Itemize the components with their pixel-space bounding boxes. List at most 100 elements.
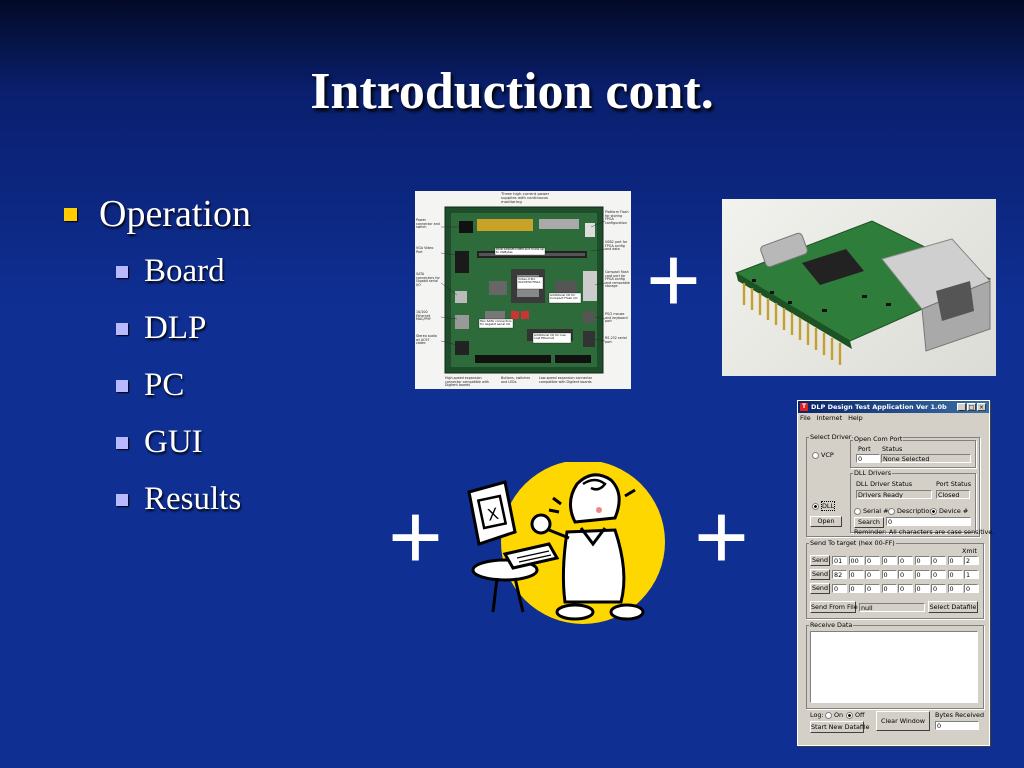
send-byte-input[interactable]: 0: [931, 556, 946, 565]
subbullet-square-icon: [116, 436, 128, 449]
subbullet-results: Results: [116, 481, 241, 518]
dll-label: DLL: [821, 501, 836, 511]
board-label: DDR SDRAM DIMM slot holds up to 2GBytes: [496, 247, 544, 255]
board-callout: High-speed expansion connector compatibl…: [445, 376, 490, 388]
board-callout: Stereo audio w/ AC97 codec: [416, 334, 437, 346]
menu-file[interactable]: File: [800, 414, 811, 422]
open-button[interactable]: Open: [810, 516, 842, 527]
select-datafile-button[interactable]: Select Datafile: [928, 601, 978, 613]
device-radio[interactable]: Device #: [930, 507, 968, 515]
log-on-radio[interactable]: On: [825, 711, 843, 719]
radio-on-icon: [846, 711, 853, 719]
send-byte-input[interactable]: 0: [865, 570, 880, 579]
send-byte-input[interactable]: 0: [881, 584, 897, 593]
log-off-radio[interactable]: Off: [846, 711, 864, 719]
menu-help[interactable]: Help: [848, 414, 863, 422]
radio-off-icon: [854, 507, 861, 515]
port-label: Port: [858, 445, 871, 453]
send-byte-input[interactable]: 0: [881, 570, 897, 579]
close-button[interactable]: ×: [977, 403, 986, 411]
on-label: On: [834, 711, 844, 719]
log-label: Log:: [810, 711, 824, 719]
send-byte-input[interactable]: 0: [898, 584, 913, 593]
board-callout: Low-speed expansion connector compatible…: [539, 376, 593, 384]
send-byte-input[interactable]: 0: [898, 570, 913, 579]
dlp-test-app-window: T DLP Design Test Application Ver 1.0b _…: [797, 400, 994, 746]
off-label: Off: [855, 711, 865, 719]
radio-on-icon: [812, 502, 819, 510]
search-input[interactable]: 0: [886, 517, 971, 526]
send-byte-input[interactable]: 00: [848, 556, 864, 565]
window-title: DLP Design Test Application Ver 1.0b: [811, 403, 947, 411]
plus-sign: +: [694, 484, 749, 589]
dlp-module-image: [722, 199, 996, 376]
maximize-button[interactable]: □: [967, 403, 976, 411]
send-byte-input[interactable]: 01: [832, 556, 847, 565]
clear-window-button[interactable]: Clear Window: [876, 711, 930, 731]
search-button[interactable]: Search: [854, 517, 884, 528]
board-label: Additional I/O for low-cost Ethernet: [534, 333, 567, 341]
menu-internet[interactable]: Internet: [816, 414, 843, 422]
send-from-file-button[interactable]: Send From File: [810, 601, 858, 613]
user-at-computer-clipart: X: [465, 460, 670, 624]
send-byte-input[interactable]: 0: [881, 556, 897, 565]
xmit-count-input[interactable]: 2: [964, 556, 978, 565]
reminder-text: Reminder: All characters are case sensit…: [854, 528, 995, 536]
send-byte-input[interactable]: 0: [914, 556, 930, 565]
send-byte-input[interactable]: 0: [865, 584, 880, 593]
subbullet-gui: GUI: [116, 424, 203, 461]
serial-label: Serial #: [863, 507, 889, 515]
subbullet-text: Results: [144, 481, 242, 517]
dll-radio[interactable]: DLL: [812, 501, 836, 511]
slide-title: Introduction cont.: [310, 63, 714, 120]
board-callout: VGA Video Port: [416, 246, 434, 254]
send-byte-input[interactable]: 0: [914, 570, 930, 579]
subbullet-text: DLP: [144, 310, 207, 346]
board-callout: SATA connectors for Gigabit serial I/O: [416, 272, 440, 287]
subbullet-text: PC: [144, 367, 185, 403]
title-bar[interactable]: T DLP Design Test Application Ver 1.0b: [798, 401, 989, 413]
xmit-count-input[interactable]: 0: [964, 584, 978, 593]
bytes-received-label: Bytes Received: [935, 711, 985, 719]
send-byte-input[interactable]: 0: [947, 570, 963, 579]
send-byte-input[interactable]: 0: [947, 556, 963, 565]
send-byte-input[interactable]: 82: [832, 570, 847, 579]
receive-data-textarea[interactable]: [810, 631, 978, 703]
send-button[interactable]: Send: [810, 555, 830, 566]
board-callout: Power connector and switch: [416, 218, 440, 230]
xmit-count-input[interactable]: 1: [964, 570, 978, 579]
send-to-target-label: Send To target (hex 00-FF): [809, 539, 896, 547]
send-byte-input[interactable]: 0: [848, 584, 864, 593]
send-byte-input[interactable]: 0: [848, 570, 864, 579]
board-label: Additional I/O for Compact Flash I/O: [550, 293, 578, 301]
start-new-datafile-button[interactable]: Start New Datafile: [810, 721, 870, 733]
send-byte-input[interactable]: 0: [832, 584, 847, 593]
send-byte-input[interactable]: 0: [931, 584, 946, 593]
send-button[interactable]: Send: [810, 583, 830, 594]
vcp-label: VCP: [821, 451, 834, 459]
subbullet-square-icon: [116, 379, 128, 392]
send-button[interactable]: Send: [810, 569, 830, 580]
menu-bar: File Internet Help: [798, 413, 989, 423]
bytes-received-field: 0: [935, 721, 979, 730]
status-label: Status: [882, 445, 903, 453]
send-byte-input[interactable]: 0: [947, 584, 963, 593]
board-callout: 10/100 Ethernet MAC/PHY: [416, 310, 431, 322]
port-stepper[interactable]: 0: [856, 454, 880, 463]
subbullet-text: Board: [144, 253, 225, 289]
description-radio[interactable]: Description: [888, 507, 933, 515]
send-byte-input[interactable]: 0: [931, 570, 946, 579]
svg-text:X: X: [486, 504, 501, 525]
minimize-button[interactable]: _: [957, 403, 966, 411]
send-byte-input[interactable]: 0: [914, 584, 930, 593]
board-callout: Platform Flash for storing FPGA configur…: [605, 210, 629, 225]
status-field: None Selected: [881, 454, 971, 463]
serial-radio[interactable]: Serial #: [854, 507, 888, 515]
bullet-square-icon: [64, 207, 77, 221]
send-byte-input[interactable]: 0: [865, 556, 880, 565]
radio-off-icon: [812, 451, 819, 459]
receive-data-group: [806, 625, 984, 709]
vcp-radio[interactable]: VCP: [812, 451, 834, 459]
send-byte-input[interactable]: 0: [898, 556, 913, 565]
bullet-text: Operation: [99, 193, 251, 235]
